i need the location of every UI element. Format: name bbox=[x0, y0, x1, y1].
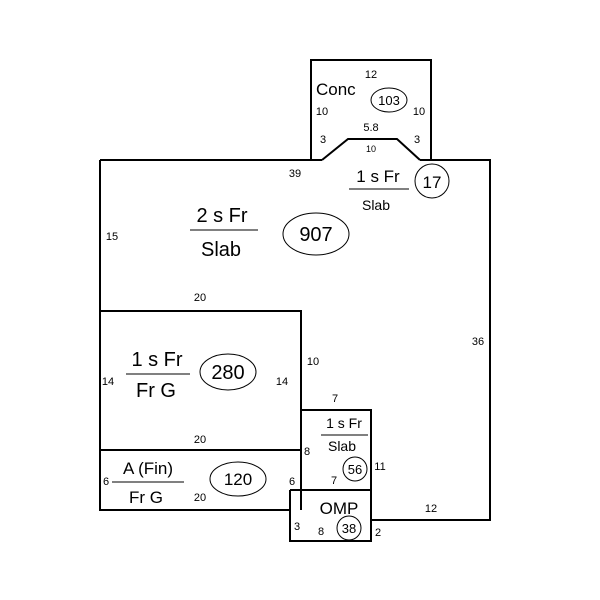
porch-trapezoid bbox=[321, 138, 421, 161]
dim-garage-right: 14 bbox=[276, 376, 288, 388]
omp-outline bbox=[289, 489, 372, 542]
dim-sr-left-lower: 7 bbox=[331, 475, 337, 487]
small-top-area-ellipse bbox=[414, 163, 450, 199]
small-right-area: 56 bbox=[348, 462, 362, 477]
attic-area-ellipse bbox=[209, 461, 267, 497]
attic-area: 120 bbox=[224, 470, 252, 489]
omp-area: 38 bbox=[342, 521, 356, 536]
garage-type-top: 1 s Fr bbox=[131, 349, 182, 371]
porch-outline bbox=[310, 59, 432, 160]
small-top-type-top: 1 s Fr bbox=[356, 167, 400, 186]
dim-omp-bottom: 8 bbox=[318, 526, 324, 538]
garage-type-bottom: Fr G bbox=[136, 380, 176, 402]
garage-area: 280 bbox=[211, 362, 244, 384]
dim-omp-left: 3 bbox=[294, 521, 300, 533]
dim-porch-inner-top: 5.8 bbox=[363, 122, 378, 134]
dim-main-right: 36 bbox=[472, 336, 484, 348]
dim-attic-right: 6 bbox=[289, 476, 295, 488]
porch-label: Conc bbox=[316, 80, 356, 99]
small-top-type-bottom: Slab bbox=[362, 197, 390, 213]
dim-sr-right: 11 bbox=[374, 461, 385, 473]
garage-area-ellipse bbox=[199, 353, 257, 391]
porch-area: 103 bbox=[378, 93, 400, 108]
garage-outline bbox=[100, 310, 302, 451]
small-right-type-bottom: Slab bbox=[328, 438, 356, 454]
dim-garage-left: 14 bbox=[102, 376, 114, 388]
dim-porch-diag-left: 3 bbox=[320, 134, 326, 146]
dim-garage-bottom: 20 bbox=[194, 434, 206, 446]
dim-porch-inner-bottom: 10 bbox=[366, 144, 376, 154]
dim-porch-top: 12 bbox=[365, 69, 377, 81]
main-type-bottom: Slab bbox=[201, 239, 241, 261]
dim-main-top: 39 bbox=[289, 168, 301, 180]
small-right-area-ellipse bbox=[342, 456, 368, 482]
main-type-top: 2 s Fr bbox=[196, 205, 247, 227]
omp-label: OMP bbox=[320, 499, 359, 518]
dim-porch-left: 10 bbox=[316, 106, 328, 118]
main-area-ellipse bbox=[282, 212, 350, 256]
omp-area-ellipse bbox=[336, 515, 362, 541]
main-area: 907 bbox=[299, 224, 332, 246]
dim-sr-top: 7 bbox=[332, 393, 338, 405]
porch-area-ellipse bbox=[370, 87, 408, 113]
dim-main-left: 15 bbox=[106, 231, 118, 243]
dim-garage-top: 20 bbox=[194, 292, 206, 304]
dim-attic-bottom: 20 bbox=[194, 492, 206, 504]
attic-type-bottom: Fr G bbox=[129, 488, 163, 507]
dim-attic-left: 6 bbox=[103, 476, 109, 488]
dim-porch-right: 10 bbox=[413, 106, 425, 118]
attic-type-top: A (Fin) bbox=[123, 459, 173, 478]
dim-garage-upper-right: 10 bbox=[307, 356, 319, 368]
dim-bottom-right: 12 bbox=[425, 503, 437, 515]
small-right-type-top: 1 s Fr bbox=[326, 415, 362, 431]
dim-omp-right: 2 bbox=[375, 527, 381, 539]
small-top-area: 17 bbox=[423, 173, 442, 192]
dim-porch-diag-right: 3 bbox=[414, 134, 420, 146]
dim-sr-left: 8 bbox=[304, 446, 310, 458]
main-outline bbox=[99, 159, 491, 521]
